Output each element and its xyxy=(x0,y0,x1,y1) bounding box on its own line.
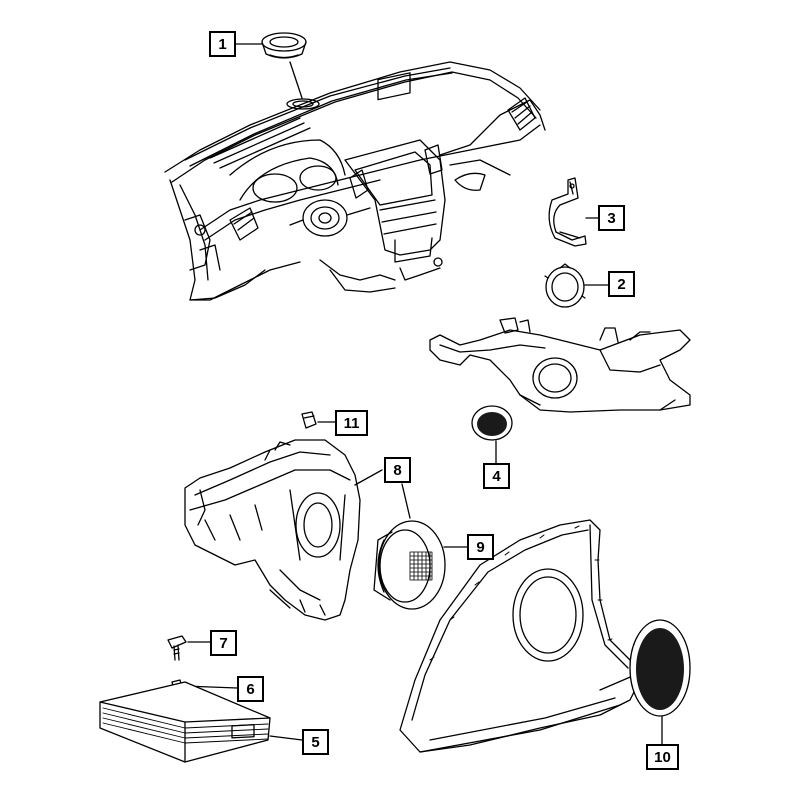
callout-2: 2 xyxy=(608,271,635,297)
duct-panel xyxy=(429,317,691,413)
part-4-speaker xyxy=(471,405,513,464)
callout-6: 6 xyxy=(237,676,264,702)
callout-4: 4 xyxy=(483,463,510,489)
part-3-bracket xyxy=(548,177,599,247)
part-8-enclosure xyxy=(184,439,383,621)
callout-9: 9 xyxy=(467,534,494,560)
part-2-ring xyxy=(544,263,609,308)
part-5-amplifier xyxy=(99,681,303,763)
callout-10: 10 xyxy=(646,744,679,770)
callout-5: 5 xyxy=(302,729,329,755)
callout-1: 1 xyxy=(209,31,236,57)
part-1-tweeter xyxy=(261,32,307,59)
part-7-bolt xyxy=(167,635,211,661)
callout-11: 11 xyxy=(335,410,368,436)
instrument-panel xyxy=(164,61,546,301)
callout-7: 7 xyxy=(210,630,237,656)
part-9-subwoofer xyxy=(373,483,468,610)
callout-8: 8 xyxy=(384,457,411,483)
part-10-grille xyxy=(629,619,691,745)
quarter-trim-panel xyxy=(399,519,641,753)
callout-3: 3 xyxy=(598,205,625,231)
part-11-clip xyxy=(301,411,336,429)
